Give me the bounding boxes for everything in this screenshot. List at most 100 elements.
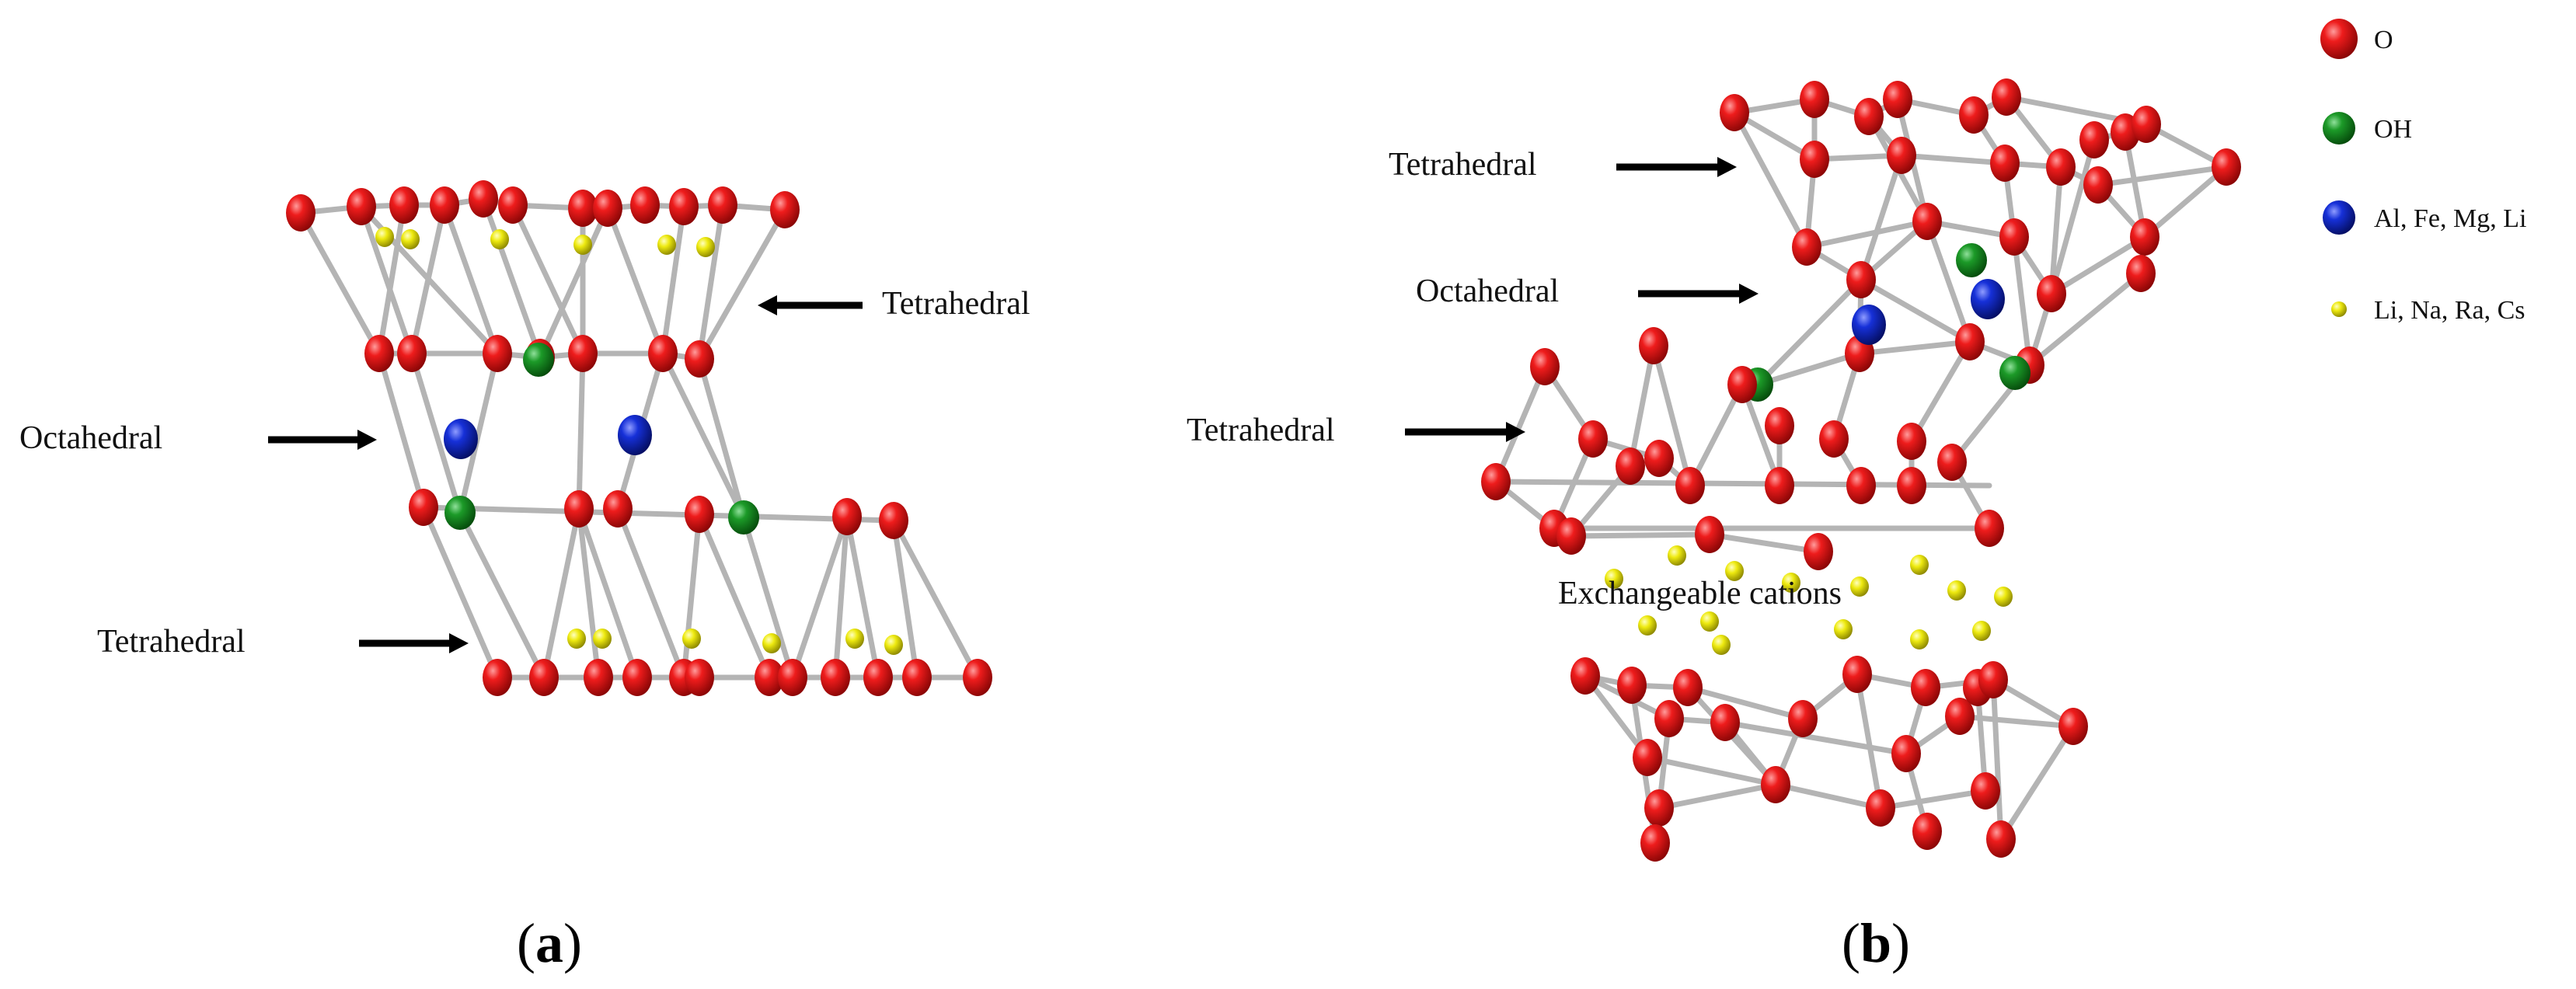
- oxygen-atom-icon: [568, 335, 598, 372]
- bond-line: [844, 514, 881, 681]
- panel-a-tetrahedral-bottom-arrow: [359, 633, 469, 653]
- oxygen-atom-icon: [1986, 820, 2016, 858]
- bond-line: [696, 207, 788, 362]
- oxygen-atom-icon: [584, 659, 613, 696]
- oxygen-atom-icon: [409, 489, 438, 526]
- bond-line: [1706, 531, 1821, 555]
- panel-a-octahedral-label: Octahedral: [19, 420, 162, 456]
- oxygen-atom-icon: [564, 490, 594, 528]
- bond-line: [1998, 723, 2076, 842]
- oxygen-atom-icon: [1897, 467, 1926, 504]
- bond-line: [1773, 782, 1884, 811]
- bond-line: [1858, 277, 1973, 345]
- oxygen-atom-icon: [1975, 510, 2004, 547]
- panel-a-tetrahedral-top-arrow: [758, 295, 863, 315]
- bond-line: [480, 196, 543, 360]
- bond-line: [1755, 350, 1863, 388]
- oxygen-atom-icon: [1800, 81, 1829, 118]
- exchangeable-cation-swatch-icon: [2331, 301, 2347, 317]
- bond-line: [576, 506, 601, 681]
- exchangeable-cation-atom-icon: [1947, 580, 1966, 601]
- bond-line: [696, 202, 726, 362]
- bond-line: [615, 506, 687, 681]
- bond-line: [2027, 270, 2144, 368]
- oxygen-atom-icon: [1633, 739, 1662, 776]
- bond-line: [1877, 788, 1989, 811]
- exchangeable-cation-atom-icon: [762, 633, 781, 653]
- oxygen-atom-icon: [1673, 669, 1703, 706]
- bond-line: [1908, 339, 1973, 444]
- exchangeable-cation-atom-icon: [845, 629, 864, 649]
- exchangeable-cation-atom-icon: [1910, 555, 1929, 575]
- exchangeable-cation-atom-icon: [1700, 611, 1719, 632]
- bond-line: [741, 514, 796, 681]
- panel-b-octahedral-arrow: [1638, 284, 1759, 304]
- hydroxyl-swatch-icon: [2323, 112, 2355, 145]
- oxygen-atom-icon: [1999, 218, 2029, 256]
- bond-line: [510, 202, 586, 357]
- oxygen-atom-icon: [1788, 700, 1818, 737]
- oxygen-atom-icon: [1912, 813, 1942, 850]
- exchangeable-cation-atom-icon: [567, 629, 586, 649]
- exchangeable-cation-atom-icon: [1910, 629, 1929, 649]
- oxygen-atom-icon: [347, 188, 376, 225]
- bond-line: [891, 517, 920, 681]
- oxygen-atom-icon: [469, 180, 498, 218]
- oxygen-atom-icon: [1570, 657, 1600, 695]
- oxygen-atom-icon: [963, 659, 992, 696]
- svg-text:OH: OH: [2374, 115, 2412, 144]
- oxygen-atom-icon: [685, 340, 714, 378]
- panel-b-tetrahedral-top-arrow: [1616, 157, 1737, 177]
- panel-b-tetrahedral-bottom-label: Tetrahedral: [1187, 413, 1335, 448]
- exchangeable-cation-atom-icon: [1782, 573, 1800, 593]
- exchangeable-cation-atom-icon: [1725, 561, 1744, 581]
- oxygen-atom-icon: [1990, 145, 2020, 182]
- oxygen-atom-icon: [1675, 467, 1705, 504]
- oxygen-atom-icon: [397, 335, 427, 372]
- svg-text:Li, Na, Ra, Cs: Li, Na, Ra, Cs: [2374, 296, 2525, 325]
- hydroxyl-atom-icon: [1956, 243, 1987, 277]
- oxygen-atom-icon: [1761, 766, 1790, 803]
- oxygen-atom-icon: [630, 186, 660, 224]
- oxygen-atom-icon: [2046, 148, 2076, 186]
- oxygen-atom-icon: [1765, 407, 1794, 444]
- oxygen-atom-icon: [622, 659, 652, 696]
- oxygen-atom-icon: [2083, 166, 2113, 204]
- oxygen-atom-icon: [1883, 81, 1912, 118]
- oxygen-atom-icon: [1727, 366, 1757, 403]
- bond-line: [1804, 218, 1930, 250]
- oxygen-atom-icon: [529, 659, 559, 696]
- oxygen-atom-icon: [1897, 423, 1926, 460]
- bond-line: [2048, 164, 2064, 297]
- oxygen-atom-icon: [1792, 228, 1821, 266]
- bond-line: [2142, 164, 2229, 240]
- bond-line: [376, 202, 407, 357]
- bond-line: [541, 506, 582, 681]
- oxygen-atom-icon: [1912, 203, 1942, 240]
- bond-line: [1627, 343, 1657, 469]
- oxygen-atom-icon: [1616, 447, 1645, 485]
- bond-line: [1924, 218, 1973, 345]
- bond-line: [1856, 339, 1973, 357]
- oxygen-atom-icon: [286, 194, 315, 232]
- oxygen-atom-icon: [1481, 463, 1511, 500]
- legend-item-octahedral-cation: Al, Fe, Mg, Li: [2323, 200, 2526, 235]
- oxygen-atom-icon: [1720, 94, 1749, 131]
- bond-line: [457, 350, 500, 516]
- oxygen-atom-icon: [1804, 533, 1833, 570]
- panel-a-tetrahedral-top-label: Tetrahedral: [882, 286, 1030, 322]
- oxygen-atom-icon: [2212, 148, 2241, 186]
- oxygen-atom-icon: [778, 659, 807, 696]
- panel-a-caption: (a): [517, 912, 582, 974]
- oxygen-atom-icon: [1887, 137, 1916, 174]
- bond-line: [537, 205, 611, 360]
- exchangeable-cation-atom-icon: [1638, 615, 1657, 636]
- hydroxyl-atom-icon: [523, 343, 554, 377]
- bond-line: [891, 517, 981, 681]
- bond-line: [409, 350, 463, 516]
- exchangeable-cation-atom-icon: [401, 229, 420, 249]
- bond-line: [660, 204, 687, 357]
- bond-line: [1722, 719, 1909, 757]
- bond-line: [409, 202, 448, 357]
